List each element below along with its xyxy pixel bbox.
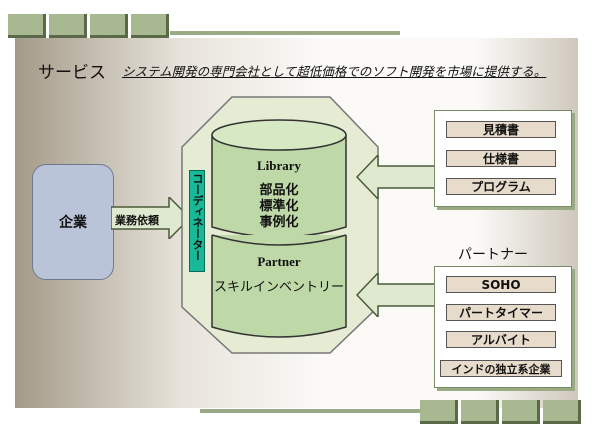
bottom-decoration-line (200, 409, 420, 413)
library-source-item: プログラム (446, 178, 556, 195)
partner-list-item: パートタイマー (446, 304, 556, 321)
decoration-tab (502, 400, 540, 424)
decoration-tab (131, 14, 169, 38)
top-decoration-tabs (8, 14, 169, 38)
partner-list-item: SOHO (446, 276, 556, 293)
library-source-item: 見積書 (446, 121, 556, 138)
service-title: サービス (38, 63, 106, 83)
decoration-tab (90, 14, 128, 38)
partner-title: Partner (257, 254, 301, 269)
partner-list-item: インドの独立系企業 (440, 360, 562, 377)
company-label: 企業 (59, 215, 87, 231)
library-item: 標準化 (259, 199, 299, 214)
decoration-tab (49, 14, 87, 38)
request-arrow-label: 業務依頼 (115, 214, 159, 227)
top-decoration-line (170, 31, 400, 35)
library-title: Library (256, 158, 302, 173)
company-box: 企業 (32, 164, 114, 280)
partner-arrow (356, 273, 438, 317)
decoration-tab (420, 400, 458, 424)
coordinator-bar: コーディネーター (189, 170, 205, 272)
partner-item: スキルインベントリー (213, 280, 344, 295)
platform-octagon (181, 96, 379, 354)
service-description: システム開発の専門会社として超低価格でのソフト開発を市場に提供する。 (122, 64, 547, 79)
library-source-arrow (356, 155, 438, 199)
decoration-tab (8, 14, 46, 38)
partner-list-item: アルバイト (446, 331, 556, 348)
library-item: 事例化 (259, 215, 299, 230)
partners-heading: パートナー (458, 247, 528, 263)
bottom-decoration-tabs (420, 400, 581, 424)
library-source-item: 仕様書 (446, 150, 556, 167)
decoration-tab (461, 400, 499, 424)
decoration-tab (543, 400, 581, 424)
request-arrow (111, 197, 191, 239)
library-item: 部品化 (259, 183, 299, 198)
